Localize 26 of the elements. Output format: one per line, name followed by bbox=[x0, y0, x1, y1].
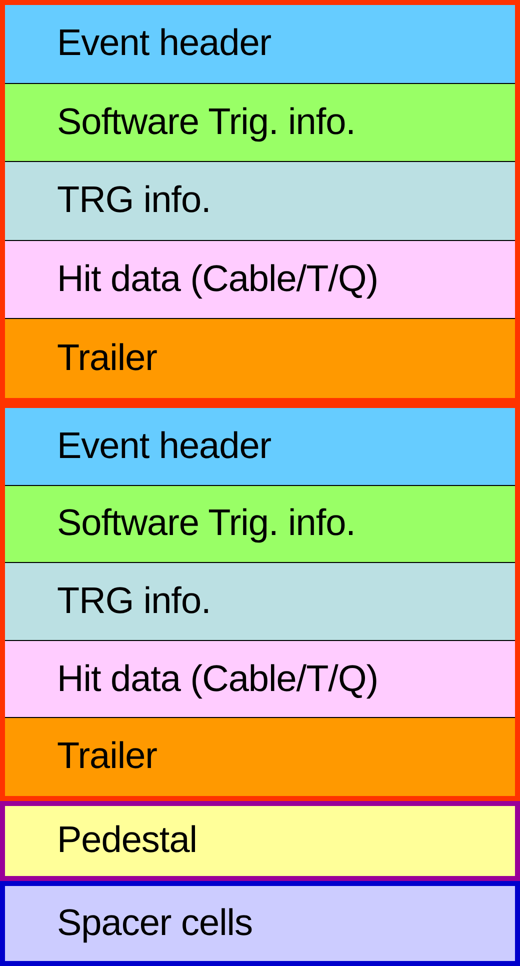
field-label: Pedestal bbox=[57, 821, 197, 858]
field-label: TRG info. bbox=[57, 181, 211, 218]
field-band bbox=[5, 486, 515, 564]
field-band bbox=[5, 162, 515, 241]
field-label: Software Trig. info. bbox=[57, 504, 356, 542]
field-band bbox=[5, 718, 515, 796]
group-frame bbox=[0, 403, 520, 801]
group-frame bbox=[0, 0, 520, 403]
field-label: Event header bbox=[57, 24, 272, 62]
field-label: Hit data (Cable/T/Q) bbox=[57, 660, 378, 697]
field-band bbox=[5, 5, 515, 84]
field-label: Spacer cells bbox=[57, 904, 253, 940]
field-label: TRG info. bbox=[57, 582, 211, 619]
field-band bbox=[0, 881, 520, 966]
field-label: Trailer bbox=[57, 338, 157, 376]
field-band bbox=[5, 319, 515, 398]
field-label: Event header bbox=[57, 426, 272, 464]
field-band bbox=[5, 84, 515, 162]
field-band bbox=[0, 801, 520, 881]
field-band bbox=[5, 408, 515, 486]
field-label: Trailer bbox=[57, 737, 157, 774]
field-band bbox=[5, 240, 515, 320]
field-band bbox=[5, 563, 515, 641]
field-label: Software Trig. info. bbox=[57, 102, 356, 140]
field-band bbox=[5, 640, 515, 718]
field-label: Hit data (Cable/T/Q) bbox=[57, 260, 378, 298]
